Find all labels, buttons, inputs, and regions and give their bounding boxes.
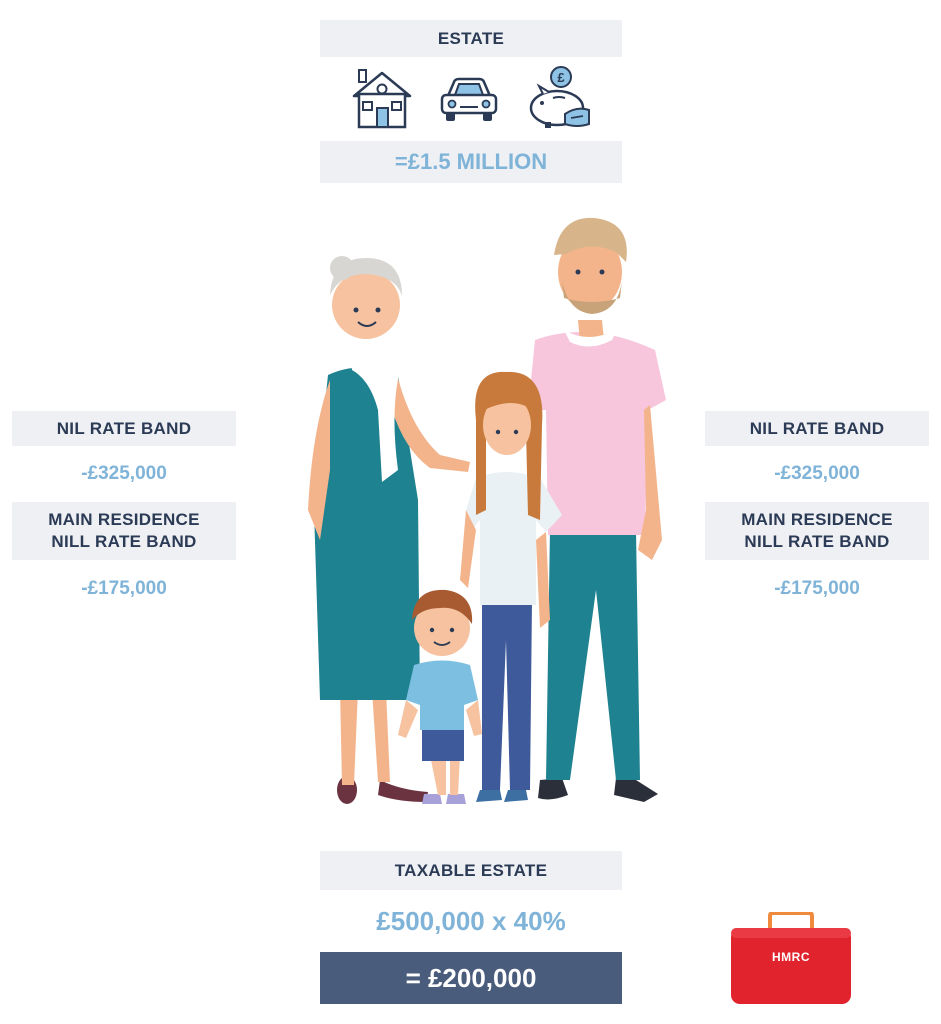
nil-rate-band-value: -£325,000	[774, 463, 860, 484]
grandmother-figure	[308, 256, 470, 804]
family-illustration	[308, 217, 666, 804]
taxable-calculation: £500,000 x 40%	[376, 905, 566, 936]
estate-icons: £	[320, 57, 622, 141]
estate-total: =£1.5 MILLION	[320, 141, 622, 183]
taxable-estate-title: TAXABLE ESTATE	[320, 851, 622, 890]
hmrc-briefcase: HMRC	[730, 911, 852, 1004]
nil-rate-band-value: -£325,000	[81, 463, 167, 484]
tax-due-result: = £200,000	[320, 952, 622, 1004]
main-residence-band-label: MAIN RESIDENCE NILL RATE BAND	[705, 502, 929, 560]
main-residence-band-label: MAIN RESIDENCE NILL RATE BAND	[12, 502, 236, 560]
main-residence-band-value: -£175,000	[774, 578, 860, 599]
hmrc-label: HMRC	[772, 950, 810, 964]
car-icon	[440, 77, 498, 121]
main-residence-label-line2: NILL RATE BAND	[744, 532, 890, 551]
main-residence-label-line2: NILL RATE BAND	[51, 532, 197, 551]
nil-rate-band-label: NIL RATE BAND	[12, 411, 236, 446]
main-residence-label-line1: MAIN RESIDENCE	[741, 510, 893, 529]
main-residence-band-value: -£175,000	[81, 578, 167, 599]
left-allowances-panel: NIL RATE BAND -£325,000 MAIN RESIDENCE N…	[12, 411, 236, 618]
main-residence-label-line1: MAIN RESIDENCE	[48, 510, 200, 529]
girl-figure	[460, 371, 562, 802]
right-allowances-panel: NIL RATE BAND -£325,000 MAIN RESIDENCE N…	[705, 411, 929, 618]
taxable-estate-panel: TAXABLE ESTATE £500,000 x 40% = £200,000	[320, 851, 622, 1004]
estate-panel: ESTATE £	[320, 20, 622, 183]
piggy-bank-icon: £	[530, 66, 591, 128]
piggy-coin-symbol: £	[558, 70, 566, 85]
nil-rate-band-label: NIL RATE BAND	[705, 411, 929, 446]
briefcase-icon	[731, 911, 851, 1004]
father-figure	[528, 217, 666, 802]
estate-title: ESTATE	[320, 20, 622, 57]
boy-figure	[398, 589, 482, 804]
house-icon	[352, 69, 411, 129]
